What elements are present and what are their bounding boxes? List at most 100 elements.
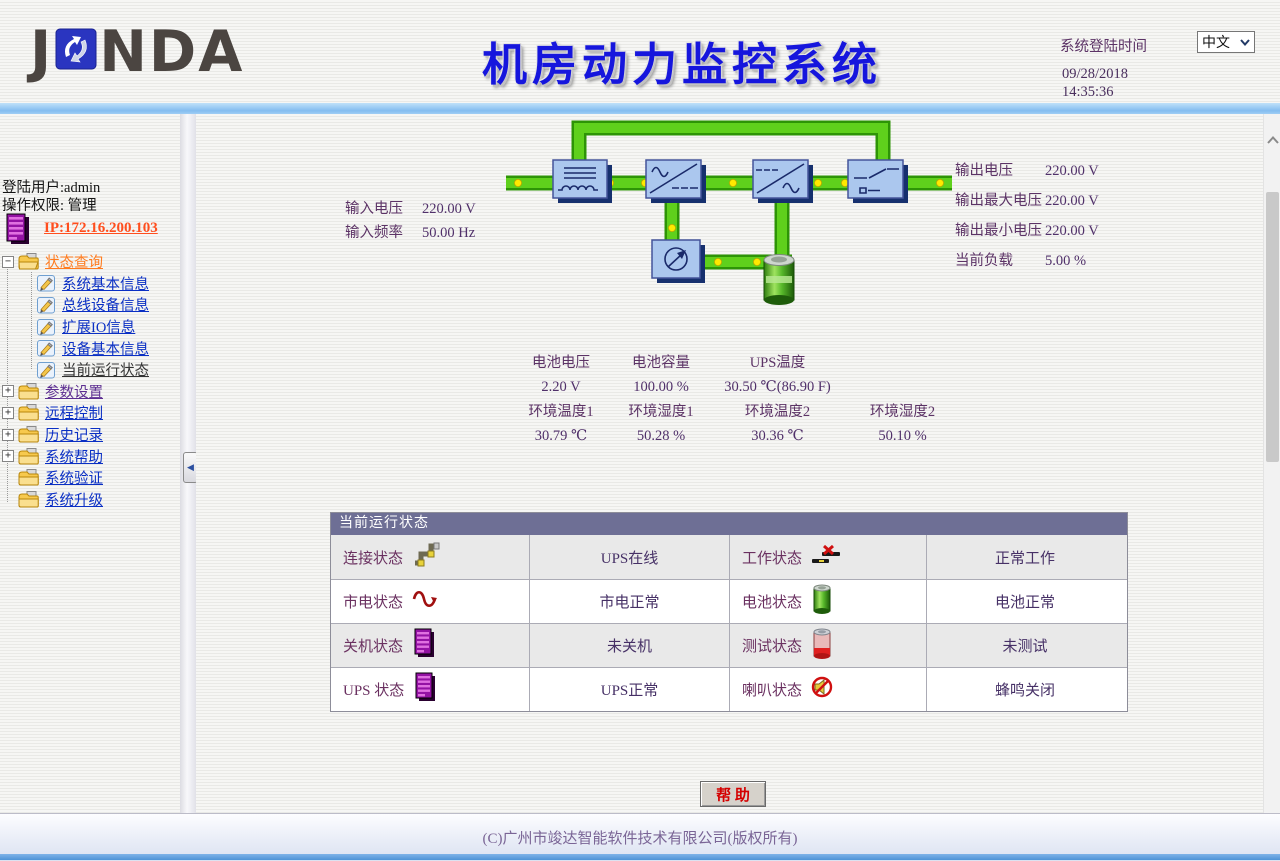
edit-page-icon <box>37 361 56 379</box>
metric-value: 30.50 ℃(86.90 F) <box>724 379 831 395</box>
metric-label: 环境湿度1 <box>628 404 694 420</box>
status-label: 市电状态 <box>343 595 404 611</box>
page-title: 机房动力监控系统 <box>481 38 882 91</box>
metric-label: 电池容量 <box>632 355 690 371</box>
sidebar-item-parameter-settings[interactable]: 参数设置 <box>45 384 103 401</box>
tree-node: 当前运行状态 <box>0 359 180 381</box>
tree-expand-icon[interactable]: + <box>2 406 14 419</box>
metric-label: 环境温度1 <box>528 404 594 420</box>
help-button[interactable]: 帮 助 <box>700 781 766 807</box>
input-frequency-row: 输入频率 50.00 Hz <box>345 221 476 245</box>
metric-label: UPS温度 <box>749 355 806 371</box>
work-mode-icon <box>811 544 841 571</box>
sidebar-item-history[interactable]: 历史记录 <box>45 428 103 445</box>
connector-icon <box>412 542 440 573</box>
tree-expand-icon[interactable]: + <box>2 385 14 398</box>
brand-logo: J NDA <box>30 24 244 81</box>
permission-line: 操作权限: 管理 <box>2 198 97 214</box>
sidebar-item-system-basic-info[interactable]: 系统基本信息 <box>62 276 149 293</box>
status-value: 正常工作 <box>994 550 1055 567</box>
output-max-voltage-row: 输出最大电压 220.00 V <box>955 186 1099 216</box>
language-select[interactable]: 中文 <box>1197 31 1255 53</box>
server-icon <box>5 212 31 251</box>
login-date: 09/28/2018 <box>1062 66 1129 82</box>
status-cell-connection: 连接状态 <box>331 535 530 579</box>
battery-graphic <box>763 254 795 305</box>
tree-node: + 系统帮助 <box>0 445 180 467</box>
sidebar-item-current-run-status[interactable]: 当前运行状态 <box>62 363 149 380</box>
metric-label: 当前负载 <box>955 253 1013 269</box>
scrollbar-up-icon[interactable] <box>1267 136 1279 144</box>
collapse-left-icon: ◀ <box>187 462 194 472</box>
inverter-box <box>752 159 813 203</box>
metric-value: 220.00 V <box>422 201 476 217</box>
tree-expand-icon[interactable]: + <box>2 428 14 441</box>
tree-expand-icon[interactable]: + <box>2 450 14 463</box>
metric-value: 30.79 ℃ <box>534 428 588 444</box>
device-ip-link[interactable]: IP:172.16.200.103 <box>44 220 158 236</box>
sidebar-item-extended-io-info[interactable]: 扩展IO信息 <box>62 320 136 337</box>
input-metrics: 输入电压 220.00 V 输入频率 50.00 Hz <box>345 197 476 245</box>
scrollbar-thumb[interactable] <box>1266 192 1279 462</box>
tree-node: 系统基本信息 <box>0 273 180 295</box>
status-label: 喇叭状态 <box>742 683 803 699</box>
footer: (C)广州市竣达智能软件技术有限公司(版权所有) <box>0 813 1280 861</box>
folder-icon <box>18 469 39 486</box>
status-value: 电池正常 <box>994 595 1055 611</box>
status-cell-buzzer: 喇叭状态 <box>730 668 927 711</box>
status-label: UPS 状态 <box>343 683 405 699</box>
status-value: 未关机 <box>530 624 730 667</box>
metric-label: 环境温度2 <box>744 404 811 420</box>
login-clock: 14:35:36 <box>1062 84 1114 100</box>
input-voltage-row: 输入电压 220.00 V <box>345 197 476 221</box>
metric-label: 输出电压 <box>955 163 1013 179</box>
status-value: 未测试 <box>1002 639 1048 655</box>
status-table-title: 当前运行状态 <box>331 513 1127 535</box>
nav-tree: − 状态查询 系统基本信息 <box>0 251 180 510</box>
environment-values-row: 30.79 ℃ 50.28 % 30.36 ℃ 50.10 % <box>505 424 955 449</box>
table-row: 市电状态 市电正常 <box>331 579 1127 623</box>
tree-node: 系统升级 <box>0 489 180 511</box>
status-cell-shutdown: 关机状态 <box>331 624 530 667</box>
brand-logo-text-left: J <box>30 19 54 85</box>
status-label: 连接状态 <box>343 550 404 567</box>
tree-collapse-icon[interactable]: − <box>2 255 14 268</box>
tree-connector-line <box>31 272 32 369</box>
folder-icon <box>18 426 39 443</box>
rectifier-box <box>645 159 706 203</box>
edit-page-icon <box>37 274 56 292</box>
sidebar-item-device-basic-info[interactable]: 设备基本信息 <box>62 341 149 358</box>
copyright-text: (C)广州市竣达智能软件技术有限公司(版权所有) <box>482 831 798 847</box>
status-label: 工作状态 <box>742 550 803 567</box>
tree-node: 总线设备信息 <box>0 294 180 316</box>
sidebar-item-bus-device-info[interactable]: 总线设备信息 <box>62 298 149 315</box>
edit-page-icon <box>37 296 56 314</box>
filter-box <box>552 159 612 203</box>
status-cell-ups: UPS 状态 <box>331 668 530 711</box>
battery-values-row: 2.20 V 100.00 % 30.50 ℃(86.90 F) <box>505 374 955 400</box>
output-switch-box <box>847 159 908 203</box>
table-row: 关机状态 未关机 测试状态 <box>331 623 1127 667</box>
sidebar-item-status-query[interactable]: 状态查询 <box>45 255 103 272</box>
sidebar-item-system-upgrade[interactable]: 系统升级 <box>45 492 103 509</box>
sidebar-item-system-help[interactable]: 系统帮助 <box>45 449 103 466</box>
tree-connector-line <box>7 264 8 502</box>
status-cell-test: 测试状态 <box>730 624 927 667</box>
environment-labels-row: 环境温度1 环境湿度1 环境温度2 环境湿度2 <box>505 400 955 424</box>
mains-wave-icon <box>412 589 438 614</box>
charger-box <box>651 239 705 283</box>
ups-flow-diagram <box>506 120 952 305</box>
status-value: 市电正常 <box>530 580 730 623</box>
folder-icon <box>18 382 39 400</box>
folder-icon <box>18 404 39 421</box>
sidebar-item-system-verification[interactable]: 系统验证 <box>45 471 103 488</box>
metric-value: 50.00 Hz <box>422 225 476 241</box>
scrollbar[interactable] <box>1263 114 1280 813</box>
status-cell-work-mode: 工作状态 <box>730 535 927 579</box>
login-time-label: 系统登陆时间 <box>1060 39 1147 55</box>
battery-env-metrics: 电池电压 电池容量 UPS温度 2.20 V 100.00 % 30.50 ℃(… <box>505 352 955 449</box>
current-status-table: 当前运行状态 连接状态 UPS在线 工作状态 <box>330 512 1128 712</box>
sidebar-item-remote-control[interactable]: 远程控制 <box>45 406 103 423</box>
login-user-line: 登陆用户:admin <box>2 180 101 196</box>
edit-page-icon <box>37 339 56 357</box>
